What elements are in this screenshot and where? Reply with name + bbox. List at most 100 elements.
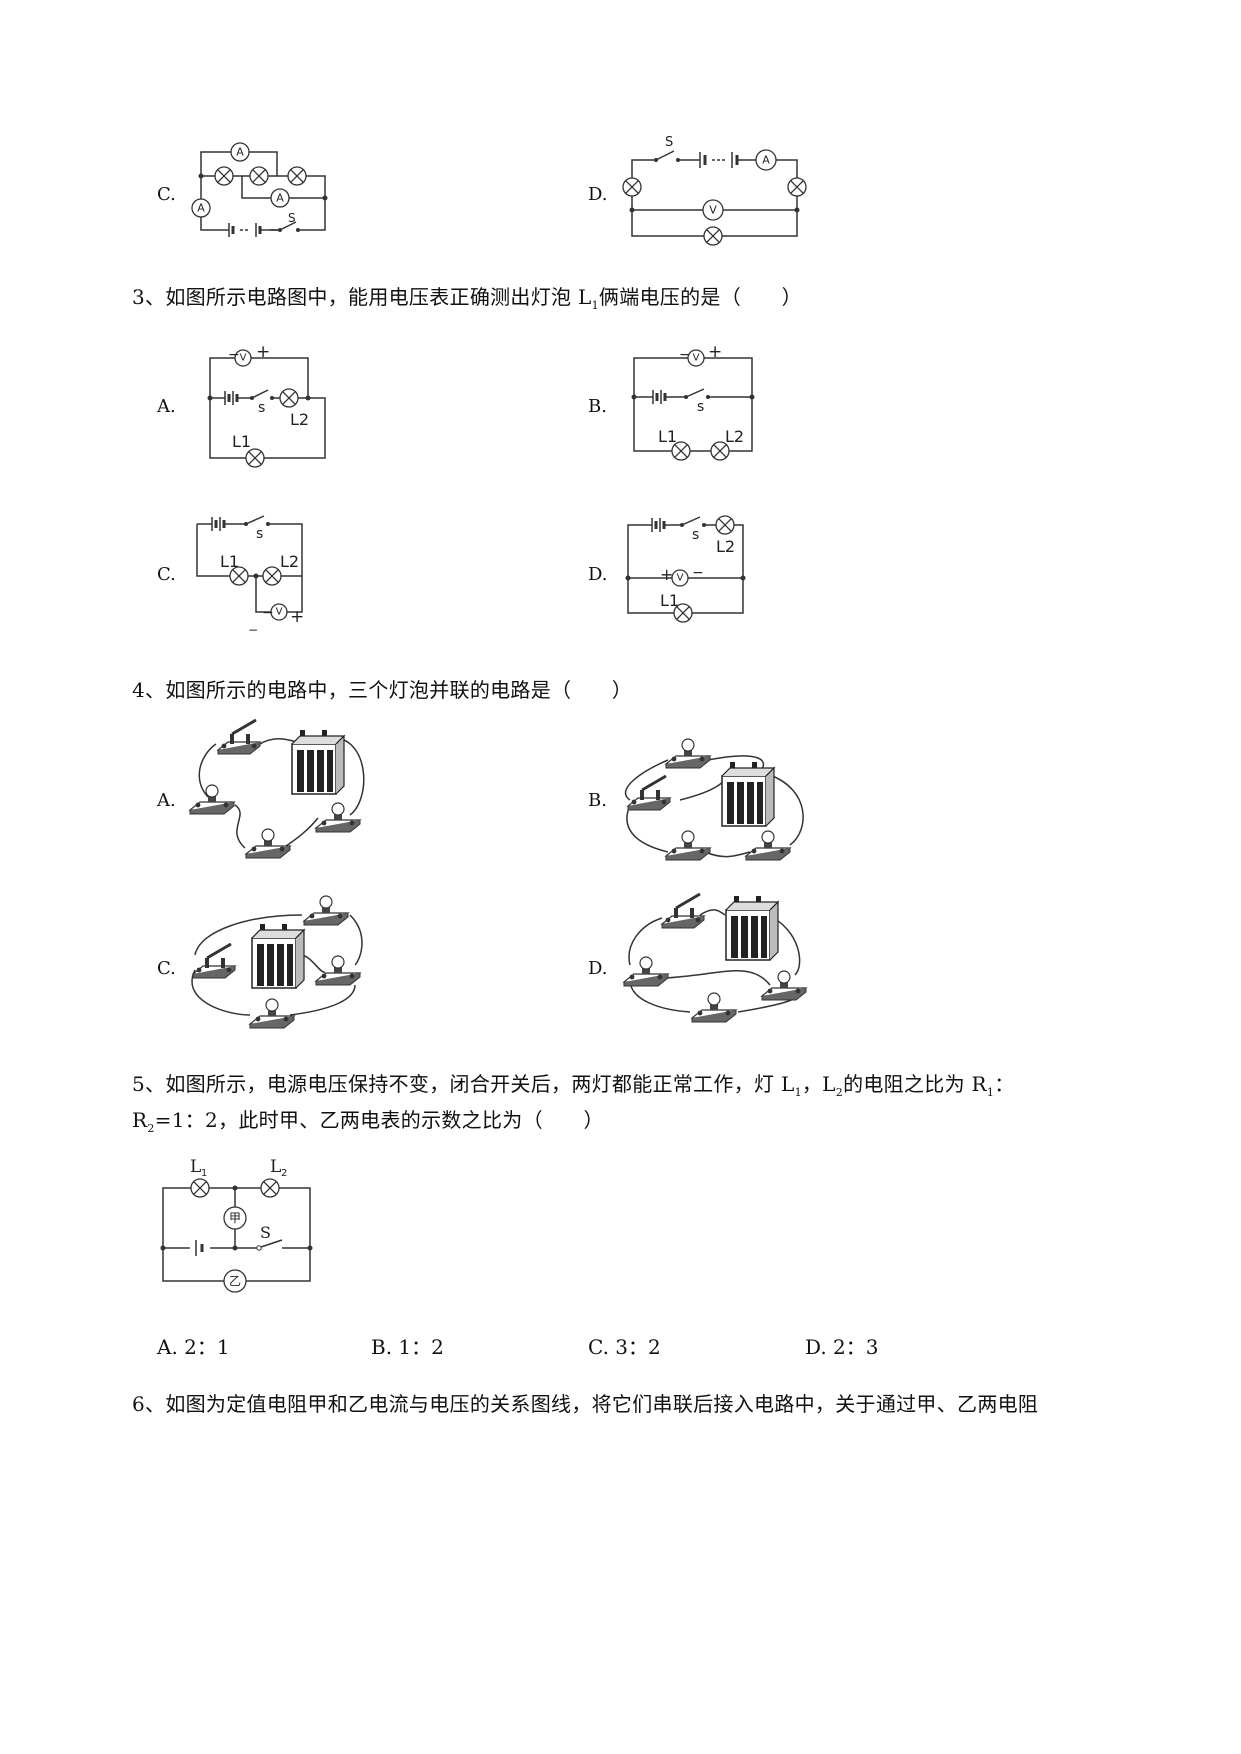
- svg-text:V: V: [276, 607, 283, 618]
- svg-text:L2: L2: [725, 427, 744, 446]
- svg-text:s: s: [697, 399, 704, 415]
- question-5-line-2: R2=1：2，此时甲、乙两电表的示数之比为（ ）: [132, 1108, 604, 1135]
- q4-diagram-c: [191, 895, 363, 1029]
- bulb-icon: [691, 992, 737, 1023]
- bulb-icon: [665, 738, 711, 769]
- svg-text:L1: L1: [232, 432, 251, 451]
- knife-switch-icon: [660, 892, 706, 930]
- svg-text:+: +: [660, 565, 673, 584]
- svg-text:V: V: [677, 573, 684, 584]
- option-c-label: C.: [157, 184, 176, 205]
- bulb-icon: [249, 998, 295, 1029]
- q4-option-a-label: A.: [157, 790, 176, 811]
- svg-text:S: S: [260, 1223, 271, 1242]
- ammeter-icon: A: [191, 198, 211, 218]
- question-5-line-1: 5、如图所示，电源电压保持不变，闭合开关后，两灯都能正常工作，灯 L1，L2的电…: [132, 1072, 1015, 1099]
- q5-answer-c[interactable]: C. 3：2: [588, 1335, 661, 1359]
- svg-text:L2: L2: [280, 552, 299, 571]
- voltmeter-icon: V: [234, 349, 252, 367]
- svg-text:S: S: [288, 211, 296, 225]
- q2-diagram-d: S A V: [622, 135, 807, 246]
- q3-option-a-label: A.: [157, 396, 176, 417]
- meter-yi-icon: 乙: [223, 1269, 247, 1293]
- meter-jia-icon: 甲: [223, 1206, 247, 1230]
- q3-option-d-label: D.: [588, 564, 608, 585]
- q5-answer-b[interactable]: B. 1：2: [371, 1335, 444, 1359]
- q3-option-b-label: B.: [588, 396, 607, 417]
- battery-icon: [291, 729, 345, 795]
- svg-text:V: V: [693, 353, 700, 364]
- svg-text:L: L: [190, 1157, 201, 1177]
- knife-switch-icon: [216, 718, 262, 756]
- q5-answer-d[interactable]: D. 2：3: [805, 1335, 879, 1359]
- voltmeter-icon: V: [687, 349, 705, 367]
- svg-text:s: s: [258, 400, 265, 416]
- svg-text:L: L: [270, 1157, 281, 1177]
- q3-diagram-b: V − + s L1 L2: [631, 342, 755, 461]
- svg-text:s: s: [692, 527, 699, 543]
- q4-diagram-a: [189, 718, 365, 859]
- svg-text:+: +: [256, 342, 270, 362]
- q4-diagram-d: [623, 892, 807, 1023]
- svg-text:−: −: [228, 347, 240, 363]
- svg-text:A: A: [762, 154, 770, 167]
- q4-option-c-label: C.: [157, 958, 176, 979]
- voltmeter-icon: V: [671, 569, 689, 587]
- knife-switch-icon: [191, 942, 237, 980]
- voltmeter-icon: V: [270, 603, 288, 621]
- svg-text:+: +: [290, 607, 304, 627]
- svg-text:甲: 甲: [229, 1211, 241, 1225]
- ammeter-icon: A: [230, 142, 250, 162]
- svg-text:L1: L1: [660, 591, 679, 610]
- svg-text:−: −: [679, 347, 691, 363]
- q5-diagram: L 1 L 2 甲 S 乙: [160, 1157, 313, 1293]
- svg-text:L2: L2: [290, 410, 309, 429]
- svg-text:乙: 乙: [229, 1274, 241, 1288]
- battery-icon: [725, 895, 779, 961]
- q3-diagram-d: s L2 V + − L1: [625, 515, 746, 623]
- svg-text:A: A: [236, 146, 244, 159]
- svg-text:S: S: [665, 135, 673, 150]
- svg-text:V: V: [709, 204, 717, 217]
- svg-text:A: A: [276, 192, 284, 205]
- svg-text:2: 2: [281, 1168, 287, 1179]
- q2-diagram-c: A A A S: [191, 142, 328, 238]
- question-6-stem: 6、如图为定值电阻甲和乙电流与电压的关系图线，将它们串联后接入电路中，关于通过甲…: [132, 1392, 1039, 1416]
- q4-diagram-b: [624, 738, 804, 861]
- bulb-icon: [245, 828, 291, 859]
- bulb-icon: [315, 802, 361, 833]
- q4-option-b-label: B.: [588, 790, 607, 811]
- battery-icon: [251, 923, 305, 989]
- q4-option-d-label: D.: [588, 958, 608, 979]
- bulb-icon: [745, 830, 791, 861]
- q5-answer-a[interactable]: A. 2：1: [157, 1335, 230, 1359]
- q3-diagram-c: s L1 L2 V − + −: [196, 515, 304, 637]
- svg-text:L1: L1: [658, 427, 677, 446]
- svg-text:V: V: [240, 353, 247, 364]
- svg-text:s: s: [256, 526, 263, 542]
- bulb-icon: [315, 955, 361, 986]
- svg-text:−: −: [692, 565, 704, 581]
- question-3-stem: 3、如图所示电路图中，能用电压表正确测出灯泡 L1俩端电压的是（ ）: [132, 285, 802, 312]
- svg-text:A: A: [197, 202, 205, 215]
- svg-text:−: −: [262, 605, 274, 621]
- option-d-label: D.: [588, 184, 608, 205]
- voltmeter-icon: V: [702, 199, 724, 221]
- battery-icon: [721, 761, 775, 827]
- bulb-icon: [623, 956, 669, 987]
- question-4-stem: 4、如图所示的电路中，三个灯泡并联的电路是（ ）: [132, 678, 633, 702]
- ammeter-icon: A: [270, 188, 290, 208]
- svg-text:L2: L2: [716, 537, 735, 556]
- q3-option-c-label: C.: [157, 564, 176, 585]
- svg-text:1: 1: [201, 1168, 207, 1179]
- svg-text:+: +: [708, 342, 722, 362]
- svg-text:L1: L1: [220, 552, 239, 571]
- bulb-icon: [303, 895, 349, 926]
- q3-diagram-a: V − + s L2 L1: [207, 342, 326, 468]
- knife-switch-icon: [626, 774, 672, 812]
- bulb-icon: [189, 784, 235, 815]
- svg-text:−: −: [248, 623, 258, 637]
- ammeter-icon: A: [755, 149, 777, 171]
- bulb-icon: [665, 830, 711, 861]
- bulb-icon: [761, 970, 807, 1001]
